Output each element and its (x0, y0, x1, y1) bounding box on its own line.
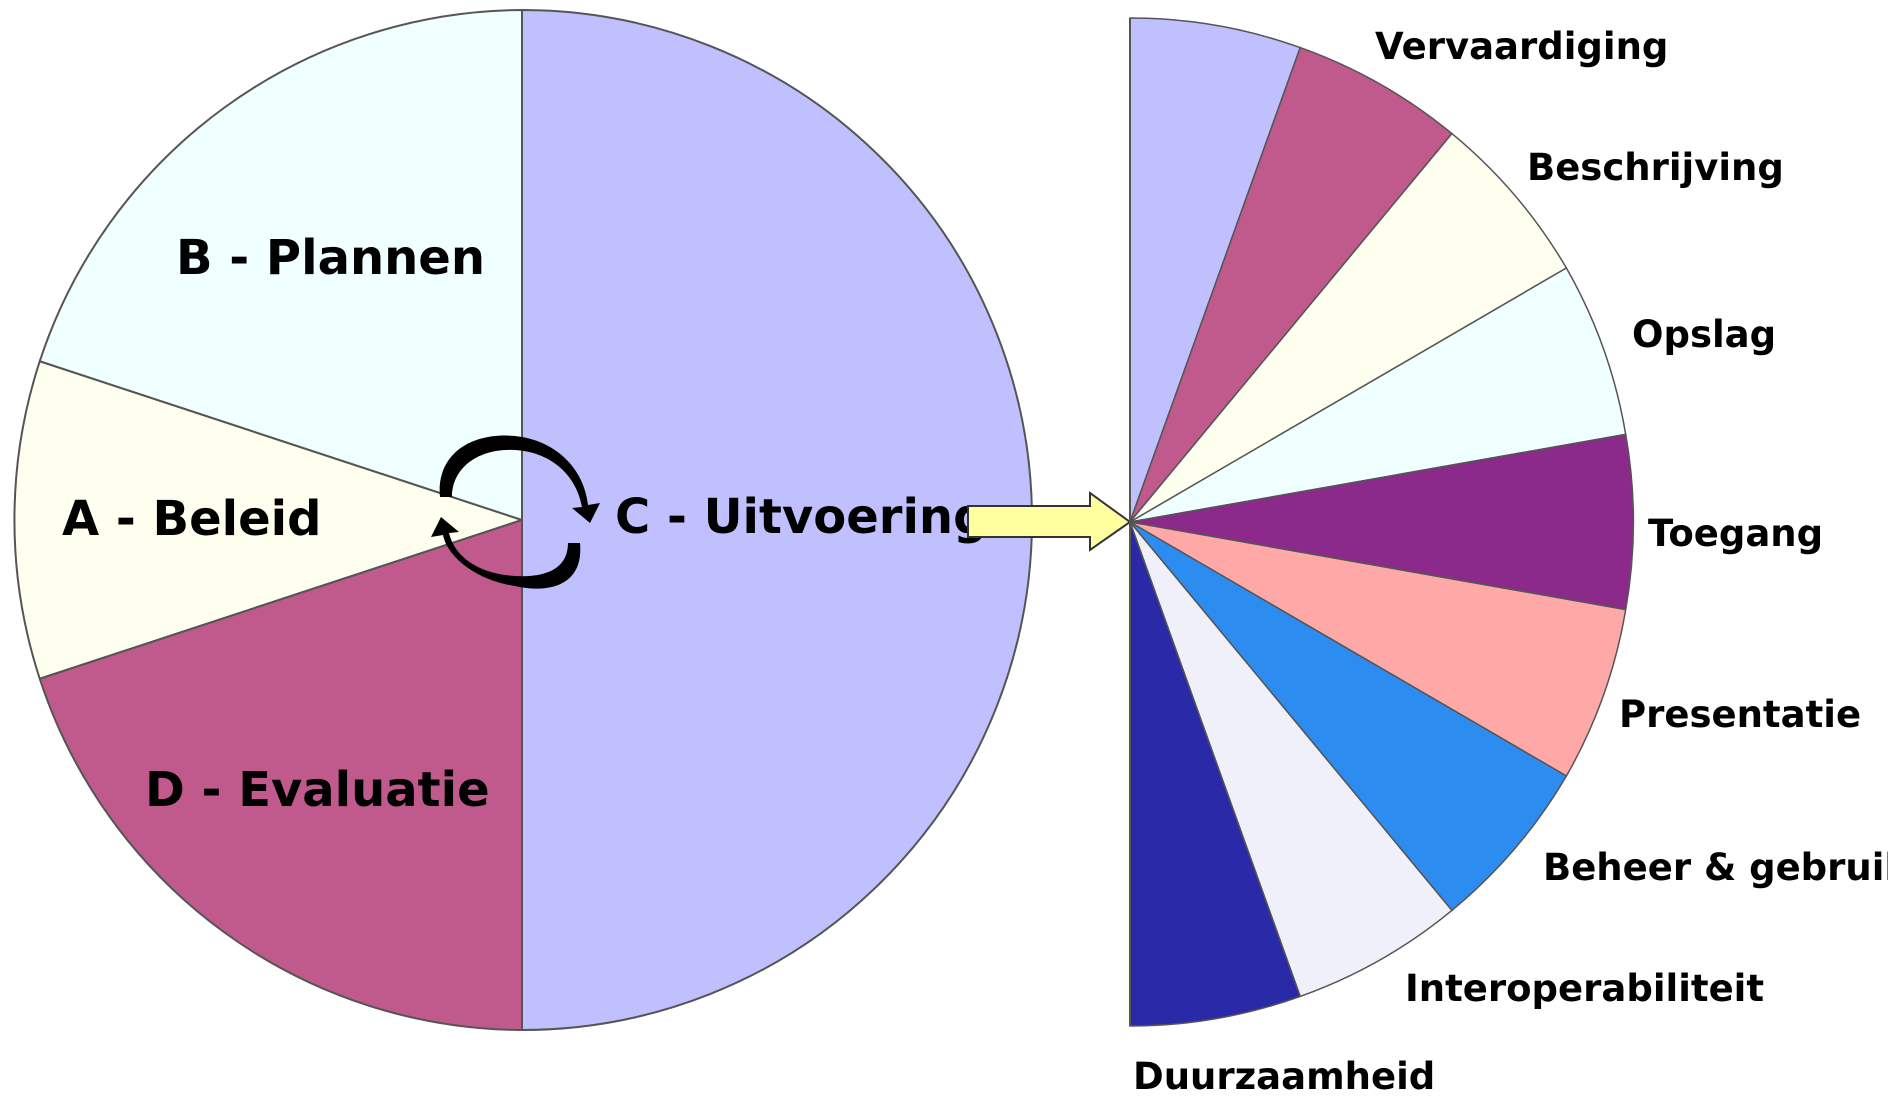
label-vervaardiging: Vervaardiging (1375, 25, 1668, 68)
main-pie (13, 8, 1033, 1032)
label-interoperabiliteit: Interoperabiliteit (1405, 967, 1764, 1010)
label-b-plannen: B - Plannen (176, 230, 485, 286)
label-beheer-gebruik: Beheer & gebruik (1543, 846, 1888, 889)
segment-b-plannen (38, 8, 523, 522)
label-duurzaamheid: Duurzaamheid (1133, 1055, 1435, 1098)
expand-arrow (967, 491, 1132, 552)
segment-d-evaluatie (38, 518, 523, 1032)
segment-a-beleid (13, 359, 526, 681)
label-c-uitvoering: C - Uitvoering (615, 489, 987, 545)
breakdown-segment-vervaardiging (1129, 46, 1453, 523)
circular-arrows-icon (431, 435, 600, 589)
breakdown-pie (1129, 17, 1635, 1027)
breakdown-segment-toegang (1129, 433, 1635, 611)
breakdown-segment-beschrijving (1129, 132, 1568, 523)
breakdown-segment-interoperabiliteit (1129, 521, 1453, 998)
label-d-evaluatie: D - Evaluatie (145, 762, 490, 818)
label-opslag: Opslag (1632, 313, 1776, 356)
breakdown-segment-1 (1129, 17, 1302, 523)
label-a-beleid: A - Beleid (62, 491, 321, 547)
breakdown-segment-opslag (1129, 266, 1627, 523)
breakdown-segment-duurzaamheid (1129, 521, 1302, 1027)
label-presentatie: Presentatie (1619, 693, 1861, 736)
label-beschrijving: Beschrijving (1527, 146, 1784, 189)
breakdown-segment-beheer (1129, 521, 1568, 912)
label-toegang: Toegang (1648, 512, 1823, 555)
breakdown-segment-presentatie (1129, 521, 1627, 778)
